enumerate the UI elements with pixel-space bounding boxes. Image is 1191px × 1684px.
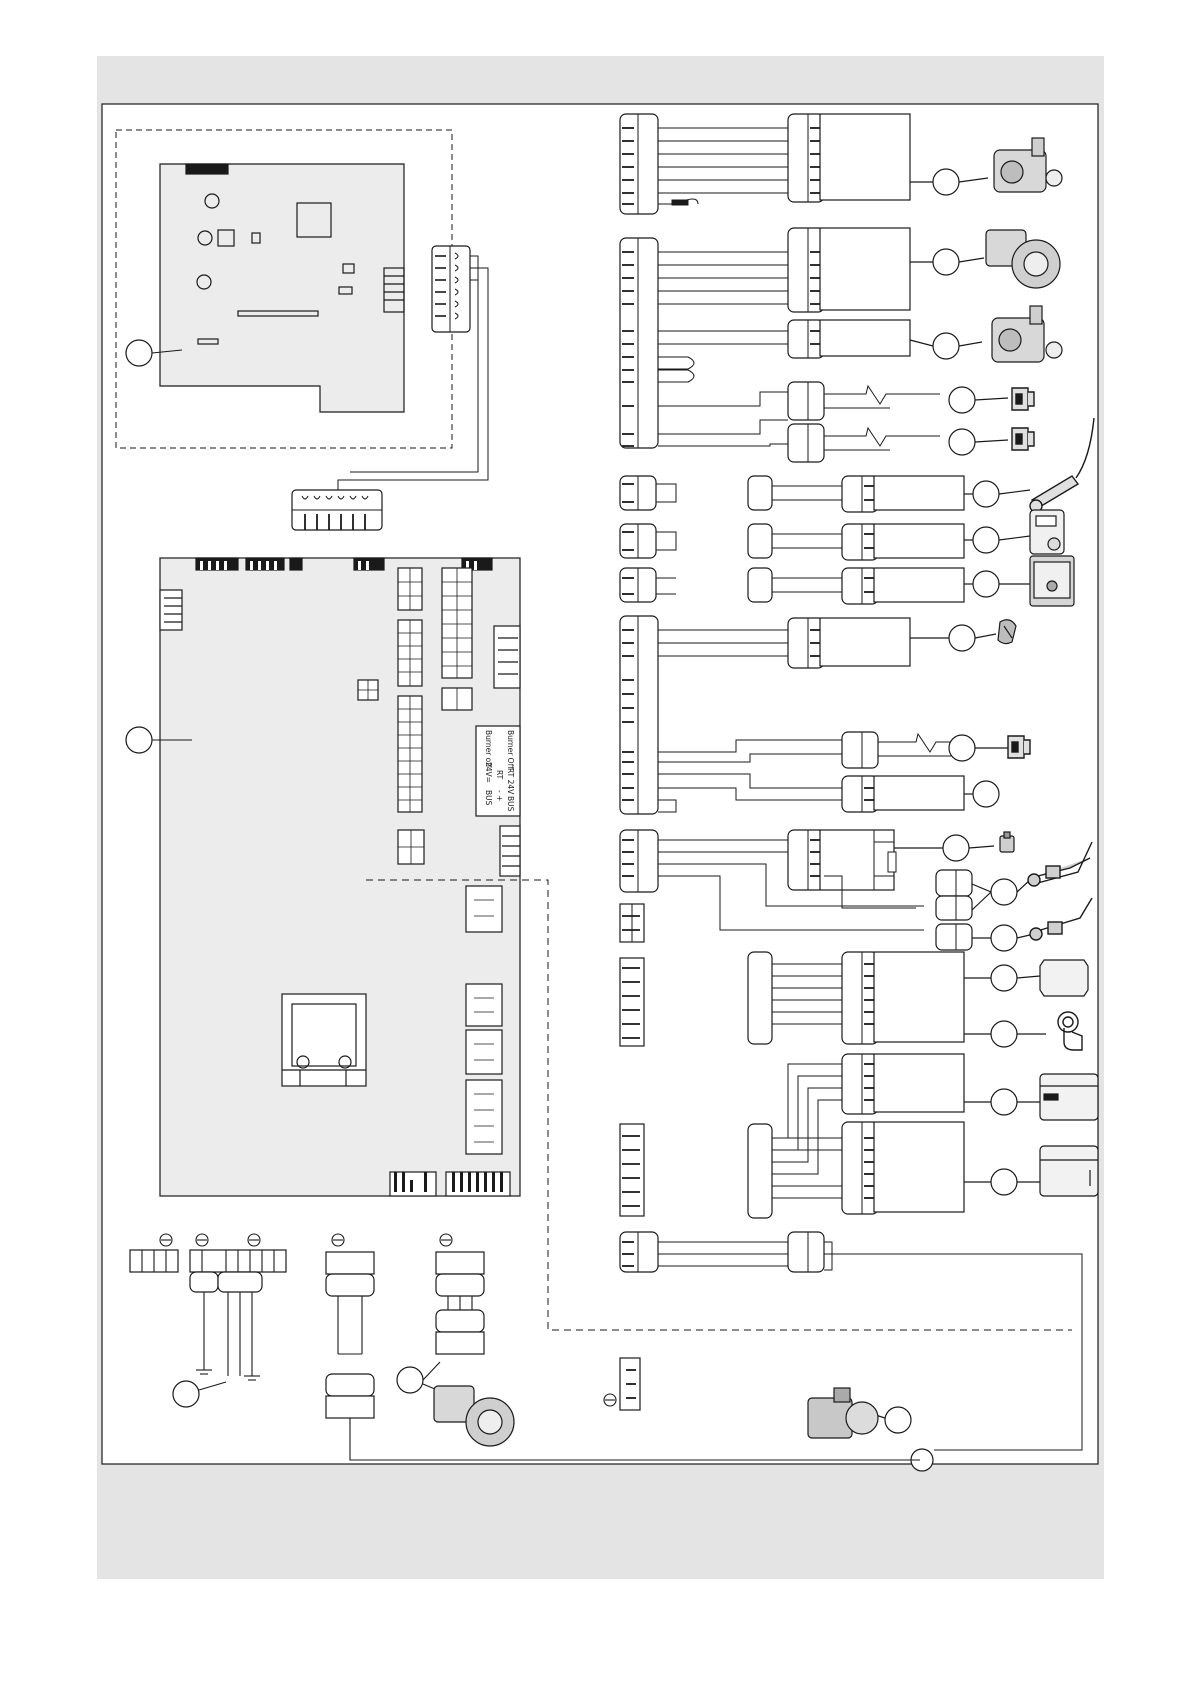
label-rt-24v: RT 24V bbox=[506, 768, 515, 795]
main-circuit-board bbox=[160, 558, 520, 1196]
sensor-clip-3-icon bbox=[1008, 736, 1030, 758]
room-controller-icon bbox=[1030, 510, 1064, 554]
module-box-icon bbox=[1040, 960, 1088, 996]
label-burner-off: Burner Off bbox=[506, 730, 515, 770]
sensor-clip-2-icon bbox=[1012, 428, 1034, 450]
label-rt: RT bbox=[495, 770, 504, 780]
control-module-icon bbox=[1030, 556, 1074, 606]
upper-circuit-board bbox=[160, 164, 404, 412]
label-polarity: - + bbox=[495, 790, 504, 801]
sensor-clip-icon bbox=[1012, 388, 1034, 410]
label-24v: 24V= bbox=[484, 762, 493, 783]
middle-connector bbox=[292, 490, 382, 530]
controller-box-icon bbox=[1040, 1074, 1098, 1120]
label-bus-bottom: BUS bbox=[484, 790, 493, 806]
controller-box-2-icon bbox=[1040, 1146, 1098, 1196]
label-bus-top: BUS bbox=[506, 796, 515, 812]
